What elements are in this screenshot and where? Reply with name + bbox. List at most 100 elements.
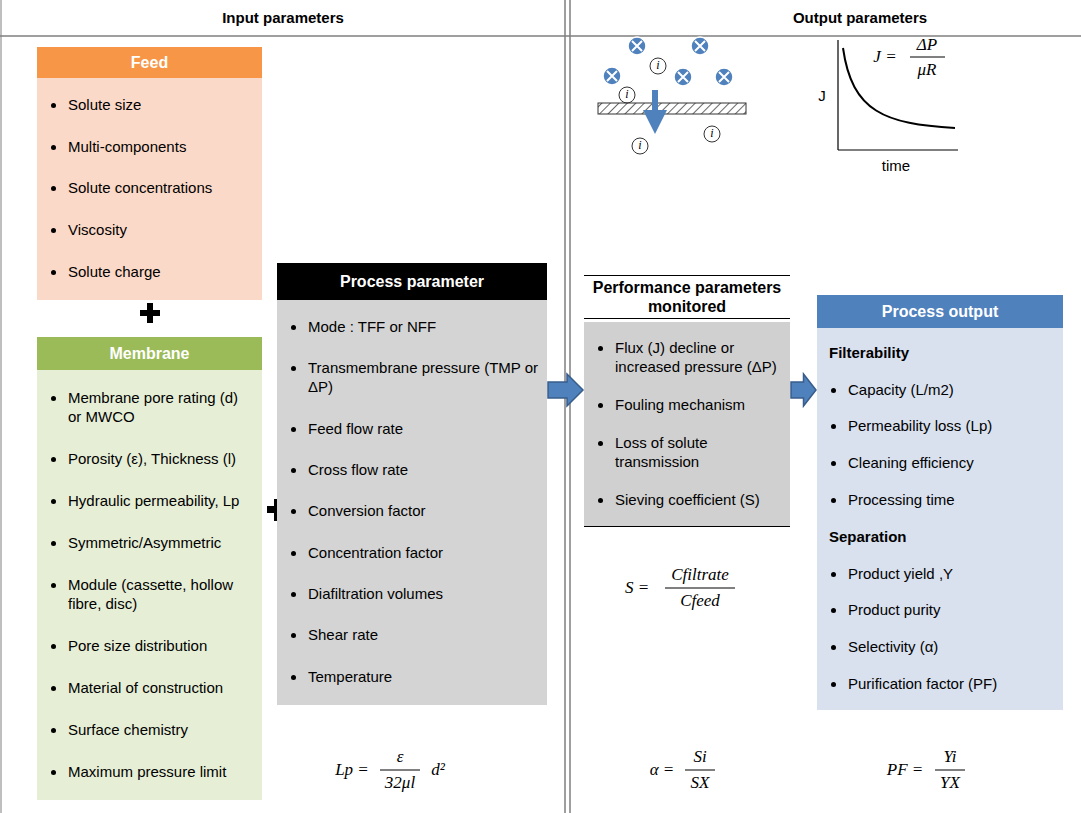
bullet-dot bbox=[831, 498, 836, 503]
membrane-layer bbox=[598, 103, 746, 114]
membrane-box: MembraneMembrane pore rating (d) or MWCO… bbox=[37, 337, 262, 800]
bullet-text: Cross flow rate bbox=[308, 460, 408, 479]
list-item: Flux (J) decline or increased pressure (… bbox=[596, 338, 782, 376]
bullet-text: Product purity bbox=[848, 600, 941, 619]
bullet-text: Temperature bbox=[308, 667, 392, 686]
list-item: Diafiltration volumes bbox=[289, 584, 539, 603]
chart-y-axis bbox=[837, 40, 838, 150]
list-item: Porosity (ε), Thickness (l) bbox=[49, 449, 254, 468]
solute-label: i bbox=[638, 139, 641, 152]
list-item: Product yield ,Y bbox=[829, 564, 1055, 583]
bullet-text: Multi-components bbox=[68, 137, 186, 156]
list-item: Symmetric/Asymmetric bbox=[49, 533, 254, 552]
bullet-text: Loss of solute transmission bbox=[615, 433, 782, 471]
list-item: Pore size distribution bbox=[49, 636, 254, 655]
axis-label: J bbox=[818, 88, 826, 105]
bullet-text: Processing time bbox=[848, 490, 955, 509]
axis-label: time bbox=[882, 158, 910, 175]
bullet-dot bbox=[831, 461, 836, 466]
panel-divider bbox=[569, 0, 571, 813]
bullet-text: Sieving coefficient (S) bbox=[615, 490, 760, 509]
bullet-dot bbox=[51, 186, 56, 191]
bullet-text: Membrane pore rating (d) or MWCO bbox=[68, 388, 254, 426]
list-item: Separation bbox=[829, 527, 1055, 546]
flux-curve bbox=[843, 48, 955, 128]
list-item: Sieving coefficient (S) bbox=[596, 490, 782, 509]
fraction-bar bbox=[380, 770, 420, 771]
list-item: Fouling mechanism bbox=[596, 395, 782, 414]
bullet-dot bbox=[291, 509, 296, 514]
retained-solute-cross bbox=[607, 41, 729, 82]
equation-text: Si bbox=[693, 748, 706, 767]
bullet-text: Transmembrane pressure (TMP or ΔP) bbox=[308, 358, 539, 396]
chart-x-axis bbox=[838, 149, 958, 150]
list-item: Concentration factor bbox=[289, 543, 539, 562]
equation-text: 32μl bbox=[385, 774, 415, 793]
bullet-text: Solute charge bbox=[68, 262, 161, 281]
bullet-text: Flux (J) decline or increased pressure (… bbox=[615, 338, 782, 376]
bullet-text: Permeability loss (Lp) bbox=[848, 416, 992, 435]
list-item: Transmembrane pressure (TMP or ΔP) bbox=[289, 358, 539, 396]
box-body: FilterabilityCapacity (L/m2)Permeability… bbox=[817, 328, 1063, 710]
group-heading: Filterability bbox=[829, 343, 909, 362]
bullet-dot bbox=[831, 388, 836, 393]
list-item: Temperature bbox=[289, 667, 539, 686]
bullet-text: Module (cassette, hollow fibre, disc) bbox=[68, 575, 254, 613]
panel-heading: Output parameters bbox=[793, 10, 927, 27]
bullet-text: Shear rate bbox=[308, 625, 378, 644]
bullet-dot bbox=[598, 441, 603, 446]
bullet-dot bbox=[51, 103, 56, 108]
bullet-dot bbox=[51, 583, 56, 588]
performance-box: Performance parameters monitoredFlux (J)… bbox=[584, 275, 790, 527]
bullet-dot bbox=[291, 633, 296, 638]
bullet-dot bbox=[598, 346, 603, 351]
list-item: Loss of solute transmission bbox=[596, 433, 782, 471]
list-item: Selectivity (α) bbox=[829, 637, 1055, 656]
box-body: Flux (J) decline or increased pressure (… bbox=[584, 322, 790, 527]
bullet-dot bbox=[51, 396, 56, 401]
plus-sign bbox=[140, 303, 160, 323]
bullet-dot bbox=[51, 145, 56, 150]
bullet-dot bbox=[598, 403, 603, 408]
retained-solute bbox=[603, 37, 733, 86]
list-item: Membrane pore rating (d) or MWCO bbox=[49, 388, 254, 426]
equation-text: α = bbox=[650, 761, 675, 780]
bullet-dot bbox=[291, 468, 296, 473]
fraction-bar bbox=[685, 770, 715, 771]
bullet-dot bbox=[291, 592, 296, 597]
process-output-box: Process outputFilterabilityCapacity (L/m… bbox=[817, 295, 1063, 710]
equation-text: ΔP bbox=[917, 36, 937, 55]
bullet-dot bbox=[51, 770, 56, 775]
bullet-text: Pore size distribution bbox=[68, 636, 207, 655]
bullet-dot bbox=[831, 682, 836, 687]
block-arrow bbox=[791, 374, 816, 406]
box-body: Solute sizeMulti-componentsSolute concen… bbox=[37, 78, 262, 300]
bullet-text: Maximum pressure limit bbox=[68, 762, 226, 781]
bullet-dot bbox=[51, 644, 56, 649]
bullet-dot bbox=[51, 270, 56, 275]
equation-text: Cfiltrate bbox=[671, 566, 729, 585]
bullet-text: Purification factor (PF) bbox=[848, 674, 997, 693]
bullet-text: Symmetric/Asymmetric bbox=[68, 533, 221, 552]
equation-text: YX bbox=[940, 774, 960, 793]
bullet-text: Viscosity bbox=[68, 220, 127, 239]
equation-text: μR bbox=[918, 61, 937, 80]
bullet-text: Fouling mechanism bbox=[615, 395, 745, 414]
list-item: Solute charge bbox=[49, 262, 254, 281]
bullet-text: Solute concentrations bbox=[68, 178, 212, 197]
list-item: Surface chemistry bbox=[49, 720, 254, 739]
block-arrow bbox=[548, 374, 583, 406]
bullet-text: Conversion factor bbox=[308, 501, 426, 520]
bullet-text: Diafiltration volumes bbox=[308, 584, 443, 603]
group-heading: Separation bbox=[829, 527, 907, 546]
bullet-text: Porosity (ε), Thickness (l) bbox=[68, 449, 236, 468]
bullet-dot bbox=[291, 427, 296, 432]
equation-text: PF = bbox=[887, 761, 924, 780]
bullet-dot bbox=[51, 499, 56, 504]
bullet-dot bbox=[51, 728, 56, 733]
equation-text: ε bbox=[397, 748, 404, 767]
bullet-text: Surface chemistry bbox=[68, 720, 188, 739]
feed-box: FeedSolute sizeMulti-componentsSolute co… bbox=[37, 47, 262, 300]
bullet-dot bbox=[51, 228, 56, 233]
panel-heading: Input parameters bbox=[222, 10, 344, 27]
